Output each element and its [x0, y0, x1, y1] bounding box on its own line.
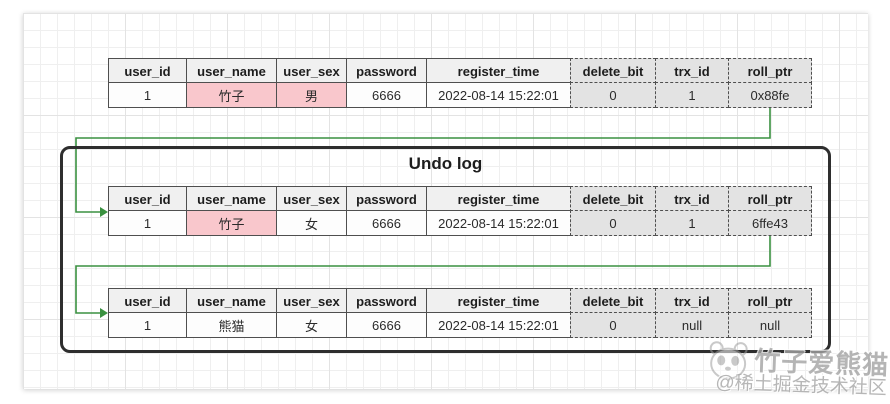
table-cell-trx_id: 1	[655, 82, 729, 108]
column-header-user_sex: user_sex	[276, 288, 347, 314]
column-header-user_sex: user_sex	[276, 186, 347, 212]
column-header-register_time: register_time	[426, 186, 571, 212]
table-cell-delete_bit: 0	[570, 210, 656, 236]
column-header-trx_id: trx_id	[655, 58, 729, 84]
table-cell-user_sex: 女	[276, 312, 347, 338]
column-header-user_id: user_id	[108, 58, 187, 84]
column-header-password: password	[346, 58, 427, 84]
table-cell-register_time: 2022-08-14 15:22:01	[426, 82, 571, 108]
table-cell-trx_id: 1	[655, 210, 729, 236]
column-header-user_name: user_name	[186, 186, 277, 212]
undo-log-title: Undo log	[408, 154, 483, 173]
column-header-register_time: register_time	[426, 58, 571, 84]
column-header-trx_id: trx_id	[655, 186, 729, 212]
column-header-delete_bit: delete_bit	[570, 288, 656, 314]
column-header-password: password	[346, 186, 427, 212]
table-cell-register_time: 2022-08-14 15:22:01	[426, 312, 571, 338]
table-cell-roll_ptr: 6ffe43	[728, 210, 812, 236]
undo-log-container	[60, 146, 831, 353]
table-cell-password: 6666	[346, 312, 427, 338]
table-cell-password: 6666	[346, 82, 427, 108]
column-header-roll_ptr: roll_ptr	[728, 186, 812, 212]
table-cell-trx_id: null	[655, 312, 729, 338]
column-header-user_id: user_id	[108, 186, 187, 212]
table-cell-user_sex: 男	[276, 82, 347, 108]
table-cell-register_time: 2022-08-14 15:22:01	[426, 210, 571, 236]
table-cell-delete_bit: 0	[570, 82, 656, 108]
table-cell-roll_ptr: null	[728, 312, 812, 338]
table-cell-password: 6666	[346, 210, 427, 236]
table-cell-user_id: 1	[108, 210, 187, 236]
column-header-user_name: user_name	[186, 288, 277, 314]
table-cell-user_id: 1	[108, 82, 187, 108]
table-cell-roll_ptr: 0x88fe	[728, 82, 812, 108]
table-cell-user_name: 竹子	[186, 82, 277, 108]
column-header-trx_id: trx_id	[655, 288, 729, 314]
column-header-user_sex: user_sex	[276, 58, 347, 84]
column-header-roll_ptr: roll_ptr	[728, 58, 812, 84]
table-cell-user_name: 竹子	[186, 210, 277, 236]
table-cell-user_id: 1	[108, 312, 187, 338]
column-header-register_time: register_time	[426, 288, 571, 314]
column-header-roll_ptr: roll_ptr	[728, 288, 812, 314]
column-header-user_name: user_name	[186, 58, 277, 84]
column-header-delete_bit: delete_bit	[570, 186, 656, 212]
table-cell-user_name: 熊猫	[186, 312, 277, 338]
table-cell-user_sex: 女	[276, 210, 347, 236]
column-header-user_id: user_id	[108, 288, 187, 314]
column-header-delete_bit: delete_bit	[570, 58, 656, 84]
column-header-password: password	[346, 288, 427, 314]
table-cell-delete_bit: 0	[570, 312, 656, 338]
